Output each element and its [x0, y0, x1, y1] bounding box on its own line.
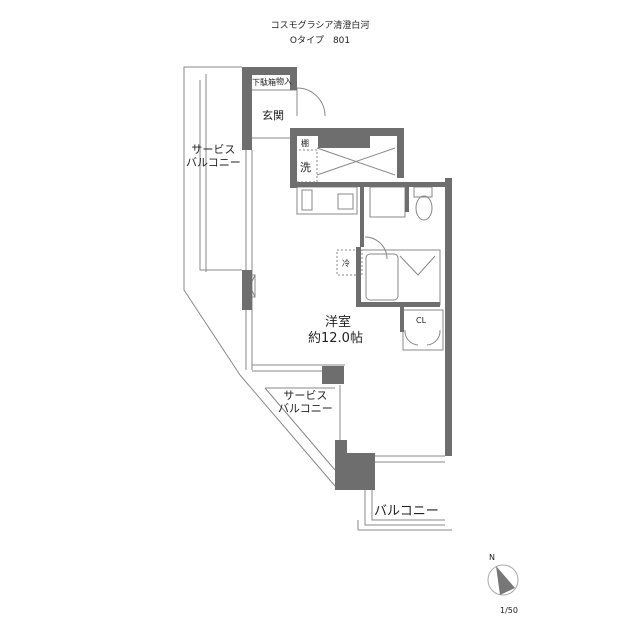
label-shoe-closet: 下駄箱 — [252, 78, 276, 87]
building-name: コスモグラシア清澄白河 — [270, 21, 370, 31]
label-western-room-size: 約12.0帖 — [308, 331, 363, 346]
scale-label: 1/50 — [500, 606, 518, 615]
label-refrigerator: 冷 — [342, 259, 350, 268]
label-washer: 洗 — [300, 161, 311, 174]
label-balcony: バルコニー — [374, 504, 439, 519]
label-western-room: 洋室 — [324, 315, 351, 330]
label-shelf: 棚 — [301, 139, 309, 148]
label-entrance: 玄関 — [262, 109, 284, 122]
label-storage-entry: 物入 — [276, 77, 292, 86]
unit-type: Oタイプ 801 — [289, 36, 351, 46]
compass-north-label: N — [489, 553, 495, 562]
label-service-balcony-bottom: サービス バルコニー — [278, 389, 333, 415]
compass-icon — [487, 564, 519, 596]
label-service-balcony-top: サービス バルコニー — [186, 143, 241, 169]
label-closet: CL — [416, 316, 427, 325]
